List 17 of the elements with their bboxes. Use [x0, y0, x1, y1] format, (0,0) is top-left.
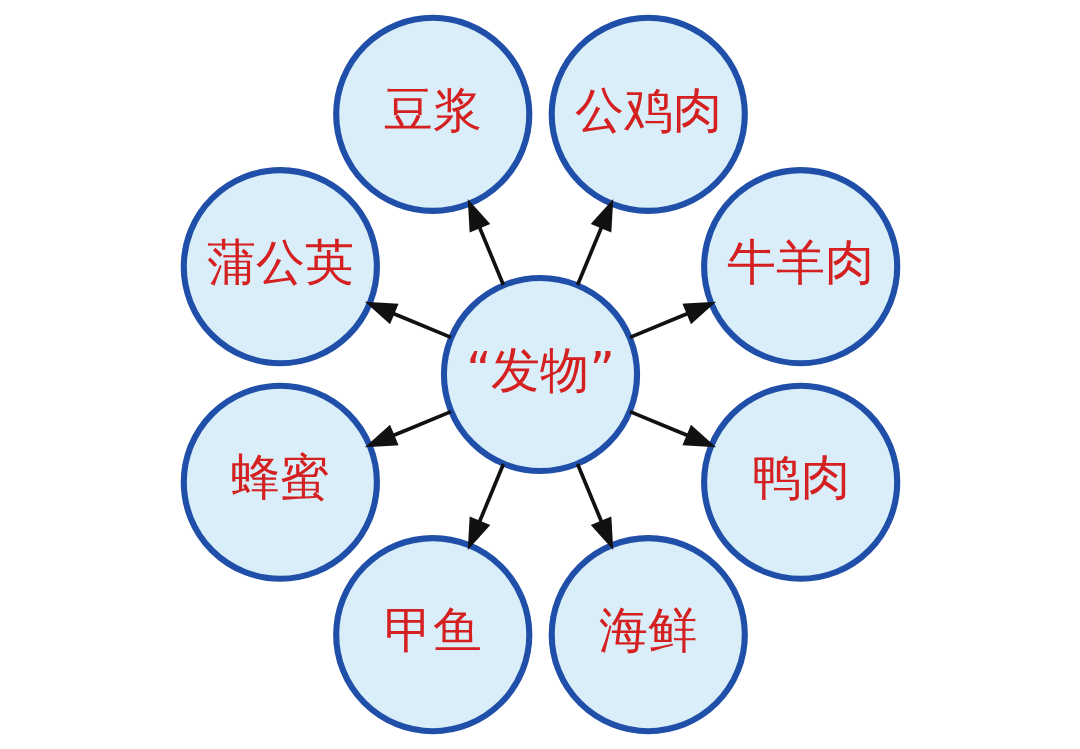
arrow	[575, 463, 613, 551]
arrow	[628, 409, 716, 448]
arrow	[628, 301, 716, 340]
node-circle: 鸭肉	[700, 382, 900, 582]
arrow	[364, 409, 452, 448]
arrow	[364, 301, 452, 340]
node-circle: 甲鱼	[332, 535, 532, 735]
node-circle: 牛羊肉	[700, 167, 900, 367]
node-circle: 海鲜	[548, 535, 748, 735]
arrow	[467, 463, 505, 551]
node-circle: “发物”	[440, 274, 640, 475]
node-circle: 公鸡肉	[548, 14, 748, 214]
node-circle: 蒲公英	[180, 167, 380, 367]
node-circle: 蜂蜜	[180, 382, 380, 582]
arrow	[575, 198, 613, 286]
node-circle: 豆浆	[332, 14, 532, 214]
arrow	[467, 198, 505, 286]
